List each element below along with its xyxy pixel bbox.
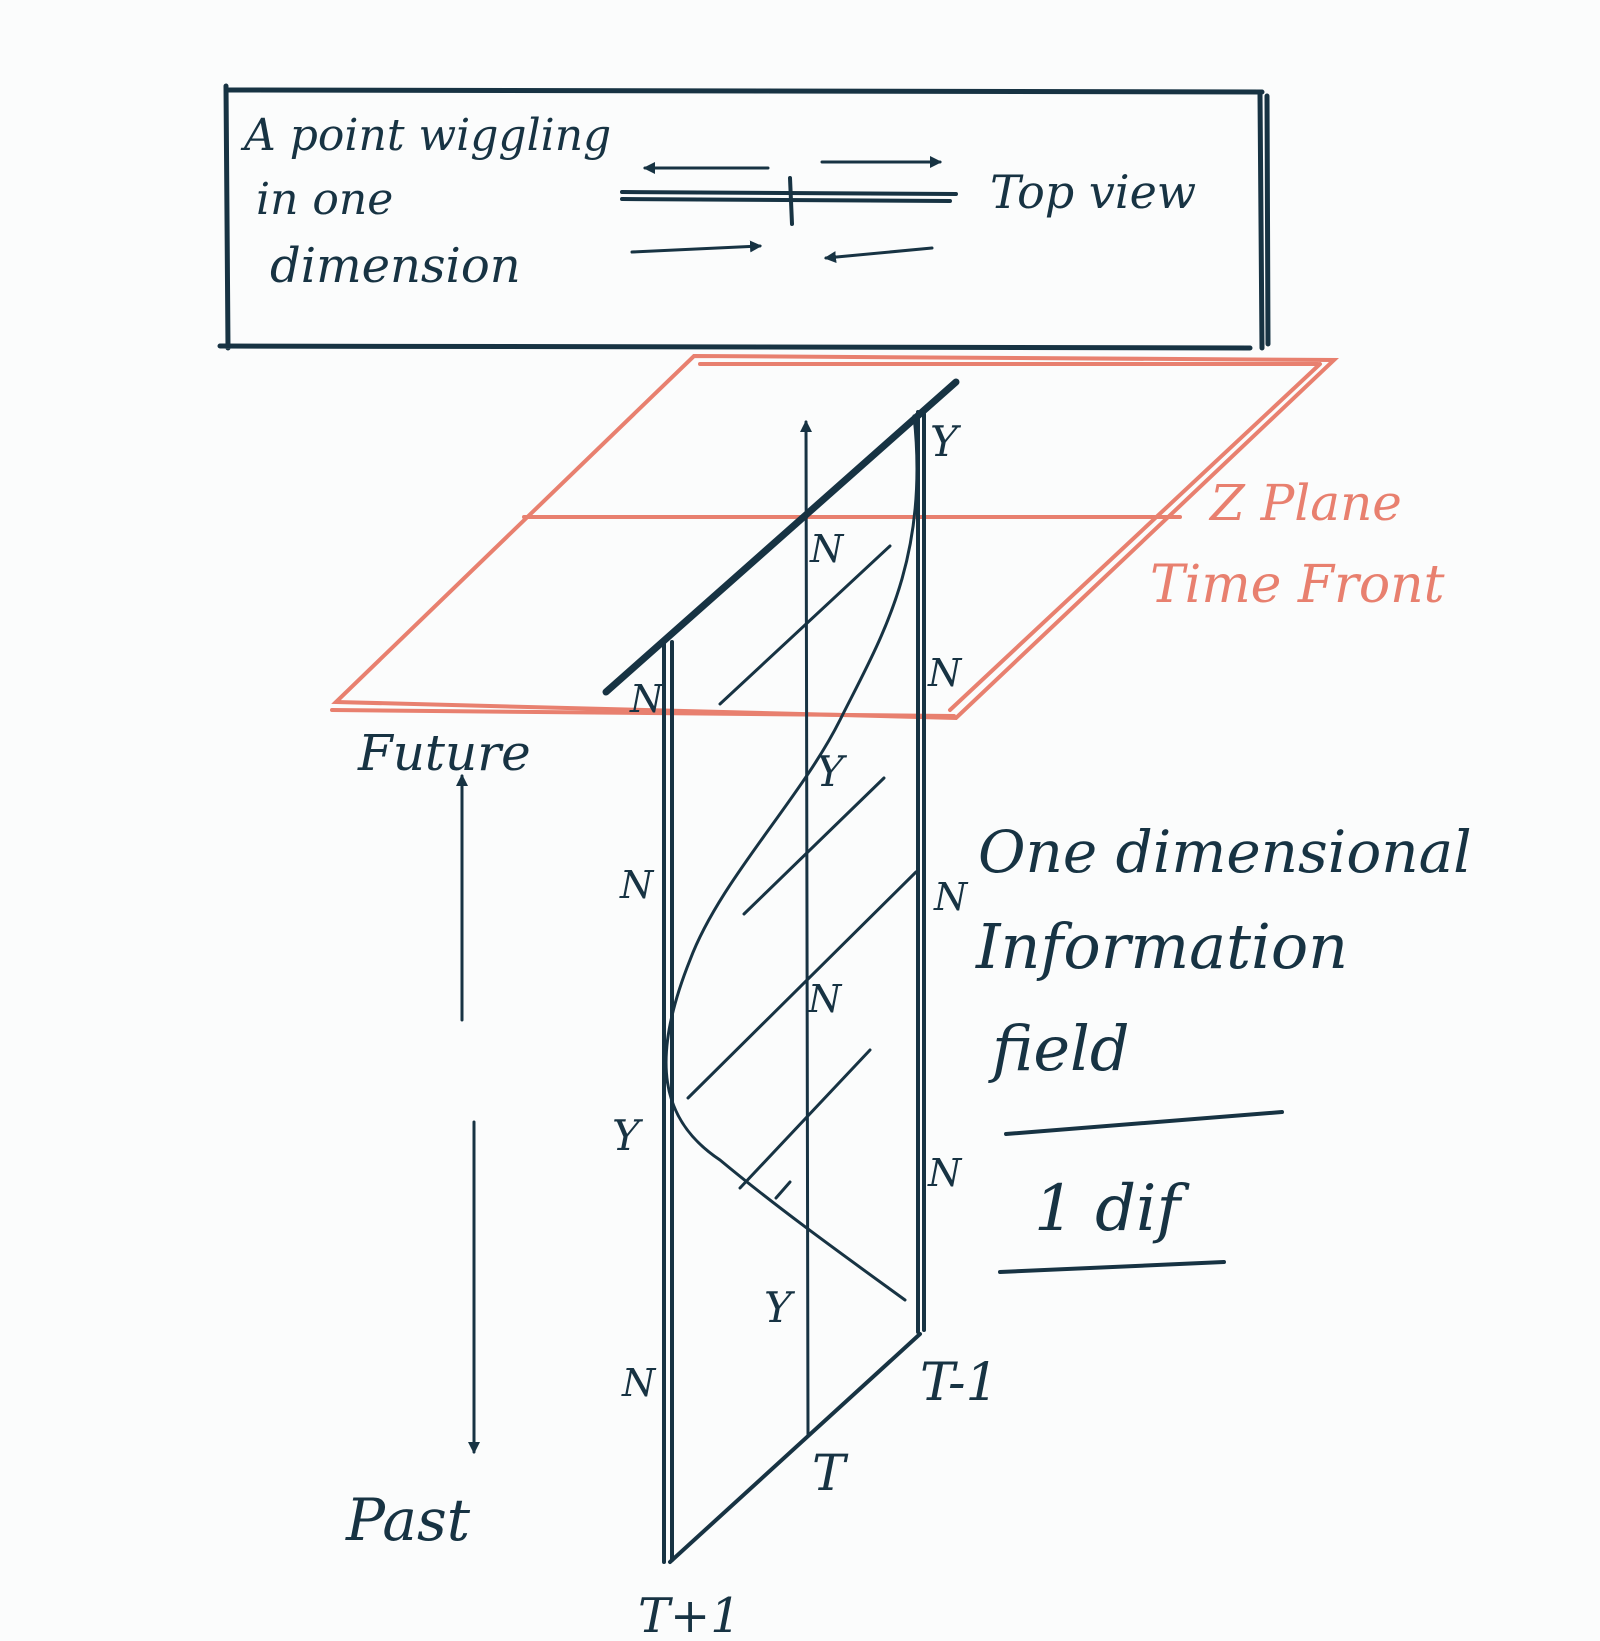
label-n-right-mid: N: [933, 875, 969, 919]
cell-labels: Y N N N Y N N N Y N Y N: [612, 417, 969, 1405]
fraction-label: 1 dif: [1034, 1172, 1191, 1246]
future-label: Future: [357, 724, 531, 782]
fraction-bottom-line: [998, 1260, 1226, 1274]
past-label: Past: [345, 1486, 471, 1554]
label-n-right-upper: N: [927, 651, 963, 695]
label-y-center-lower: Y: [764, 1283, 796, 1332]
label-y-left-lower: Y: [612, 1111, 644, 1160]
hatch-lines: [686, 544, 918, 1200]
label-n-center-mid: N: [807, 977, 843, 1021]
time-marker-t-plus-1: T+1: [638, 1588, 741, 1641]
top-view-caption-line1: A point wiggling: [240, 110, 611, 161]
top-view-caption-line2: in one: [256, 174, 393, 225]
time-marker-t-minus-1: T-1: [920, 1353, 999, 1413]
label-n-center-top: N: [809, 527, 845, 571]
field-title-line1: One dimensional: [978, 818, 1472, 886]
right-edge-line: [916, 410, 926, 1334]
z-plane-outline: [331, 353, 1339, 721]
fraction-lines: [998, 1110, 1284, 1274]
label-y-top: Y: [930, 417, 962, 466]
top-view-frame: [217, 83, 1271, 351]
label-n-left-upper: N: [629, 677, 665, 721]
field-title-line3: field: [988, 1012, 1130, 1085]
z-plane-outline-double: [330, 362, 1322, 718]
label-y-center-upper: Y: [816, 747, 848, 796]
time-axis: [456, 774, 480, 1454]
time-marker-t: T: [812, 1444, 849, 1502]
label-n-right-lower: N: [927, 1151, 963, 1195]
top-view-label: Top view: [990, 165, 1196, 219]
point-tick-mark: [788, 176, 794, 226]
label-n-left-bottom: N: [621, 1361, 657, 1405]
field-title-line2: Information: [975, 910, 1348, 983]
wave-curve: [664, 414, 919, 1302]
top-view-caption-line3: dimension: [270, 238, 521, 294]
arrow-right-lower-icon: [630, 240, 762, 254]
top-view-box: [217, 83, 1271, 351]
bottom-edge-line: [668, 1332, 922, 1564]
z-plane: [330, 353, 1339, 721]
fraction-top-line: [1004, 1110, 1284, 1136]
arrow-left-lower-icon: [824, 246, 934, 264]
field-panel: [602, 378, 960, 1564]
time-front-label: Time Front: [1150, 555, 1445, 615]
z-plane-label: Z Plane: [1208, 474, 1402, 532]
label-n-left-mid: N: [619, 863, 655, 907]
center-axis-line: [800, 420, 813, 1438]
